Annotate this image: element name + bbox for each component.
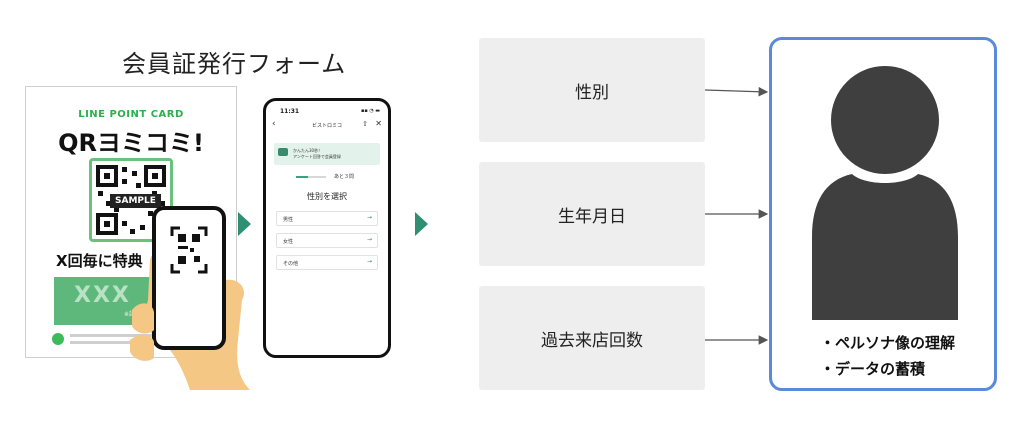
status-bar-time: 11:31 xyxy=(280,108,300,115)
survey-banner: かんたん30秒！ アンケート回答で会員登録 xyxy=(274,143,380,165)
banner-line-2: アンケート回答で会員登録 xyxy=(293,154,341,159)
person-silhouette-icon xyxy=(812,66,958,320)
share-icon[interactable]: ⇧ xyxy=(362,120,368,128)
line-logo-icon xyxy=(52,333,64,345)
persona-point: ・データの蓄積 xyxy=(820,360,926,378)
back-icon[interactable]: ‹ xyxy=(272,119,276,129)
progress-fill xyxy=(296,176,308,178)
qr-sample-badge: SAMPLE xyxy=(110,194,161,208)
progress-bar xyxy=(296,176,326,178)
form-phone-mockup: 11:31 ▪▪ ◔ ▬ ‹ ビストロミコ ⇧ ✕ かんたん30秒！ アンケート… xyxy=(263,98,391,358)
qr-code: SAMPLE xyxy=(89,158,173,242)
qr-code-icon xyxy=(96,165,166,235)
app-name: ビストロミコ xyxy=(311,123,342,129)
option-label: 男性 xyxy=(283,217,294,223)
poster-promo-text: XXX xyxy=(74,283,131,308)
remaining-questions: あと３問 xyxy=(334,174,355,180)
arrow-right-icon: → xyxy=(366,236,372,243)
footer-text-line xyxy=(70,341,160,344)
attribute-label: 過去来店回数 xyxy=(541,330,643,351)
connector-arrows xyxy=(705,86,769,345)
poster-kicker: LINE POINT CARD xyxy=(78,109,184,120)
connector-arrow-icon xyxy=(705,86,769,97)
persona-card: ・ペルソナ像の理解 ・データの蓄積 xyxy=(769,37,997,391)
persona-points: ・ペルソナ像の理解 ・データの蓄積 xyxy=(820,330,955,382)
chat-icon xyxy=(278,148,288,156)
arrow-right-icon: → xyxy=(366,214,372,221)
attribute-visit-count: 過去来店回数 xyxy=(479,286,705,390)
attribute-label: 性別 xyxy=(575,82,609,103)
status-bar-icons: ▪▪ ◔ ▬ xyxy=(360,108,380,114)
attribute-label: 生年月日 xyxy=(558,206,626,227)
option-female[interactable]: 女性 → xyxy=(276,233,378,248)
poster-headline: QRヨミコミ! xyxy=(58,129,204,157)
flow-arrow-icon xyxy=(238,212,251,236)
question-title: 性別を選択 xyxy=(307,192,347,201)
banner-line-1: かんたん30秒！ xyxy=(293,148,323,153)
attribute-birthdate: 生年月日 xyxy=(479,162,705,266)
flow-arrow-icon xyxy=(415,212,428,236)
persona-point: ・ペルソナ像の理解 xyxy=(820,334,956,352)
poster-tagline: X回毎に特典 xyxy=(56,252,143,270)
attribute-gender: 性別 xyxy=(479,38,705,142)
option-male[interactable]: 男性 → xyxy=(276,211,378,226)
option-other[interactable]: その他 → xyxy=(276,255,378,270)
option-label: その他 xyxy=(283,261,299,267)
option-label: 女性 xyxy=(283,239,294,245)
arrow-right-icon: → xyxy=(366,258,372,265)
form-title: 会員証発行フォーム xyxy=(122,50,347,78)
hand-scanning-phone-icon xyxy=(130,206,250,390)
close-icon[interactable]: ✕ xyxy=(375,119,382,128)
